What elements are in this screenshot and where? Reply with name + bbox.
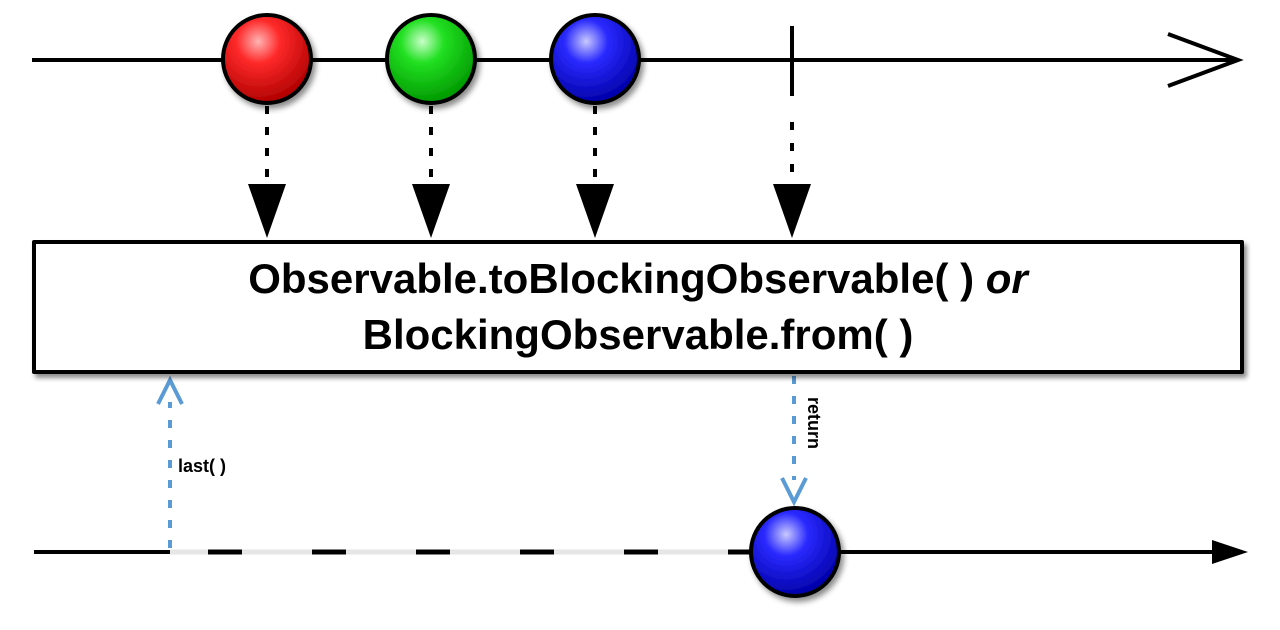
last-call-label: last( ) (178, 456, 227, 476)
marble-blue (549, 13, 641, 105)
emission-arrows (248, 106, 811, 238)
operator-name-1: Observable.toBlockingObservable( ) (248, 255, 975, 302)
return-arrow (780, 376, 808, 507)
result-timeline (34, 540, 1248, 564)
marble-red (221, 13, 313, 105)
emission-arrow-green (412, 106, 450, 238)
completion-arrow (773, 122, 811, 238)
marble-blue-result (749, 506, 841, 598)
operator-line-1: Observable.toBlockingObservable( ) or (248, 251, 1028, 307)
marble-green (385, 13, 477, 105)
last-call-arrow (156, 375, 184, 548)
emission-arrow-blue (576, 106, 614, 238)
emission-arrow-red (248, 106, 286, 238)
operator-line-2: BlockingObservable.from( ) (362, 311, 914, 358)
operator-box: Observable.toBlockingObservable( ) or Bl… (32, 240, 1244, 374)
return-label: return (804, 397, 824, 450)
operator-conjunction: or (985, 255, 1028, 302)
